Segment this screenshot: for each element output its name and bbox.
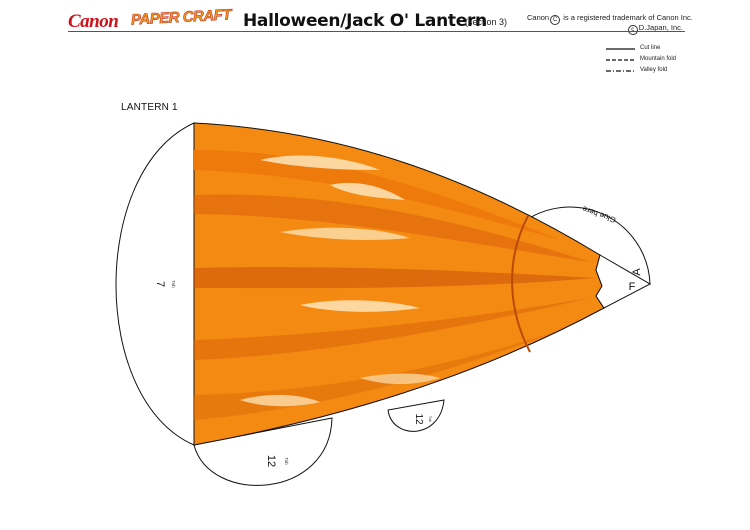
fold-arc (511, 215, 531, 353)
tab-left-word: Tab (171, 280, 176, 288)
solid-line-icon (606, 48, 635, 50)
legend-label: Valley fold (640, 67, 668, 73)
highlight (360, 373, 440, 384)
corner-a-label: A (631, 268, 643, 276)
tab-bottom-number: 12 (265, 455, 277, 467)
dash-dot-line-icon (606, 70, 635, 72)
legend-mountain-fold: Mountain fold (606, 56, 716, 64)
section-label: (section 3) (465, 17, 508, 27)
corner-f-label: F (629, 281, 636, 293)
tab-small-number: 12 (413, 413, 424, 425)
orange-band (194, 267, 595, 289)
dashed-line-icon (606, 59, 635, 61)
tip-triangle (595, 254, 652, 309)
highlight (260, 155, 380, 170)
tab-small (387, 399, 445, 432)
tab-bottom-word: Tab (284, 457, 289, 465)
header: Canon PAPER CRAFT Halloween/Jack O' Lant… (0, 0, 750, 40)
trademark-brand: Canon (527, 13, 550, 22)
tab-bottom (193, 417, 333, 486)
highlight (330, 182, 405, 200)
orange-band (194, 194, 590, 262)
tab-left (115, 122, 195, 446)
tab-left-number: 7 (154, 281, 166, 287)
copyright-text: D.Japan, Inc. (638, 23, 683, 32)
highlight (300, 300, 420, 312)
page-title: Halloween/Jack O' Lantern (243, 11, 487, 31)
canon-logo: Canon (68, 11, 119, 32)
header-divider (68, 31, 685, 32)
trademark-text: is a registered trademark of Canon Inc. (563, 13, 693, 22)
orange-band (194, 298, 590, 360)
tab-small-word: Tab (428, 416, 433, 423)
registered-circle-icon: C (550, 15, 561, 25)
legend-label: Cut line (640, 45, 661, 51)
legend-label: Mountain fold (640, 56, 677, 62)
highlight (240, 394, 320, 407)
legend-cut-line: Cut line (606, 45, 716, 53)
legend-valley-fold: Valley fold (606, 67, 716, 75)
highlight (280, 227, 410, 240)
part-name: LANTERN 1 (121, 102, 178, 113)
copyright-icon: c (627, 25, 638, 35)
orange-band (194, 150, 560, 240)
